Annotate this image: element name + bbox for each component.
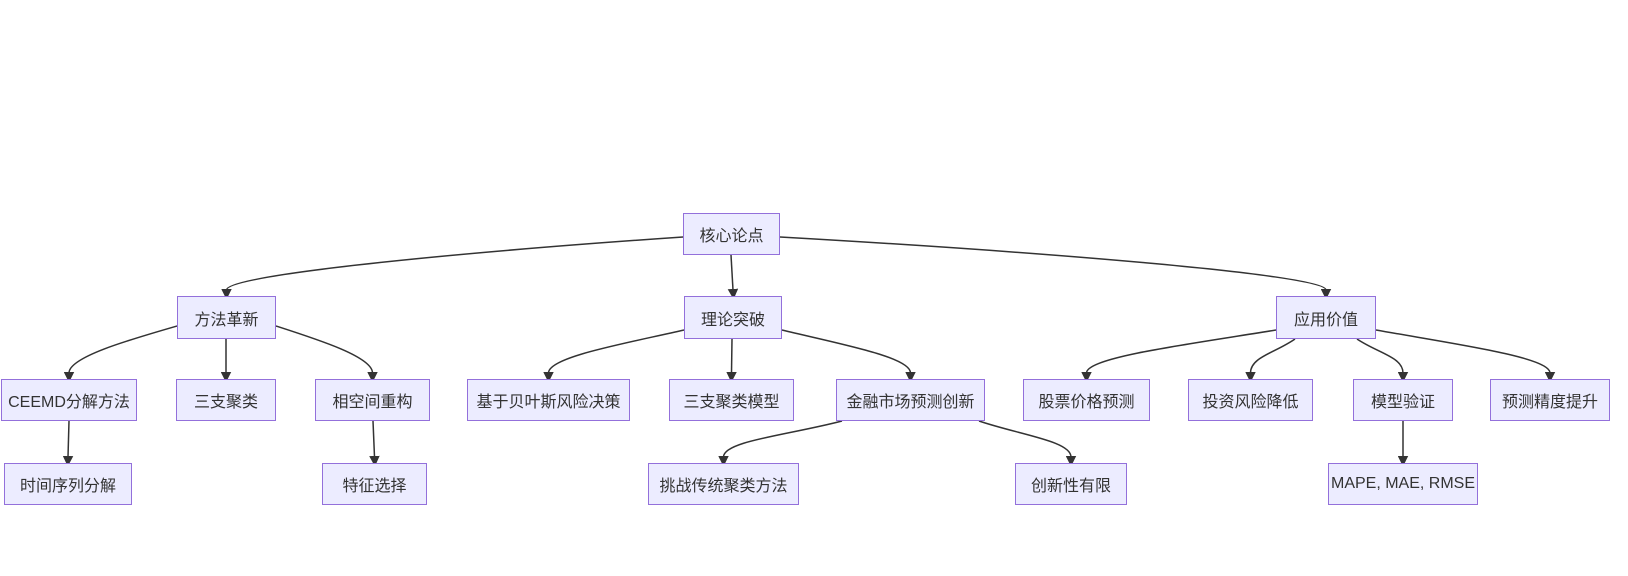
node-decompose: 时间序列分解 xyxy=(4,463,132,505)
node-label: 三支聚类 xyxy=(193,394,258,411)
node-limited: 创新性有限 xyxy=(1015,463,1127,505)
edge-apply-to-stock xyxy=(1081,329,1277,383)
node-label: CEEMD分解方法 xyxy=(8,394,130,411)
node-ceemd: CEEMD分解方法 xyxy=(1,379,137,421)
edge-apply-to-precision xyxy=(1375,329,1556,383)
node-label: 挑战传统聚类方法 xyxy=(659,478,788,495)
node-three-model: 三支聚类模型 xyxy=(669,379,794,421)
node-bayes: 基于贝叶斯风险决策 xyxy=(467,379,630,421)
node-risk: 投资风险降低 xyxy=(1188,379,1313,421)
edge-phase-to-feature xyxy=(369,420,380,467)
edge-theory-to-bayes xyxy=(543,329,685,383)
edge-apply-to-validate xyxy=(1356,338,1409,383)
node-label: 核心论点 xyxy=(699,228,764,245)
node-label: 基于贝叶斯风险决策 xyxy=(476,394,621,411)
node-metrics: MAPE, MAE, RMSE xyxy=(1328,463,1478,505)
edge-theory-to-three-model xyxy=(726,338,737,383)
edge-finance-to-limited xyxy=(978,420,1077,467)
node-validate: 模型验证 xyxy=(1353,379,1453,421)
node-label: 相空间重构 xyxy=(332,394,413,411)
edge-ceemd-to-decompose xyxy=(62,420,74,467)
node-label: 理论突破 xyxy=(700,311,765,329)
node-stock: 股票价格预测 xyxy=(1023,379,1150,421)
edge-core-to-method xyxy=(221,236,684,300)
node-three-way: 三支聚类 xyxy=(176,379,276,421)
edge-theory-to-finance xyxy=(781,329,916,383)
node-label: 创新性有限 xyxy=(1030,478,1111,495)
edge-method-to-ceemd xyxy=(63,325,178,383)
edge-method-to-phase xyxy=(275,325,378,383)
node-finance: 金融市场预测创新 xyxy=(836,379,985,421)
node-label: 预测精度提升 xyxy=(1501,394,1598,411)
node-label: 方法革新 xyxy=(194,311,259,329)
node-theory: 理论突破 xyxy=(684,296,782,339)
node-phase: 相空间重构 xyxy=(315,379,430,421)
node-precision: 预测精度提升 xyxy=(1490,379,1610,421)
edge-core-to-apply xyxy=(779,236,1332,300)
node-feature: 特征选择 xyxy=(322,463,427,505)
node-apply: 应用价值 xyxy=(1276,296,1376,339)
node-core: 核心论点 xyxy=(683,213,780,255)
node-challenge: 挑战传统聚类方法 xyxy=(648,463,799,505)
edge-core-to-theory xyxy=(727,254,739,300)
node-label: MAPE, MAE, RMSE xyxy=(1330,475,1476,492)
node-label: 时间序列分解 xyxy=(19,478,116,495)
edge-apply-to-risk xyxy=(1245,338,1296,383)
node-label: 股票价格预测 xyxy=(1038,394,1135,411)
node-label: 投资风险降低 xyxy=(1202,394,1299,411)
node-label: 金融市场预测创新 xyxy=(846,394,975,411)
node-label: 特征选择 xyxy=(342,478,407,495)
node-method: 方法革新 xyxy=(177,296,276,339)
node-label: 应用价值 xyxy=(1293,311,1358,329)
node-label: 模型验证 xyxy=(1370,394,1435,411)
edge-finance-to-challenge xyxy=(718,420,843,467)
node-label: 三支聚类模型 xyxy=(683,394,780,411)
